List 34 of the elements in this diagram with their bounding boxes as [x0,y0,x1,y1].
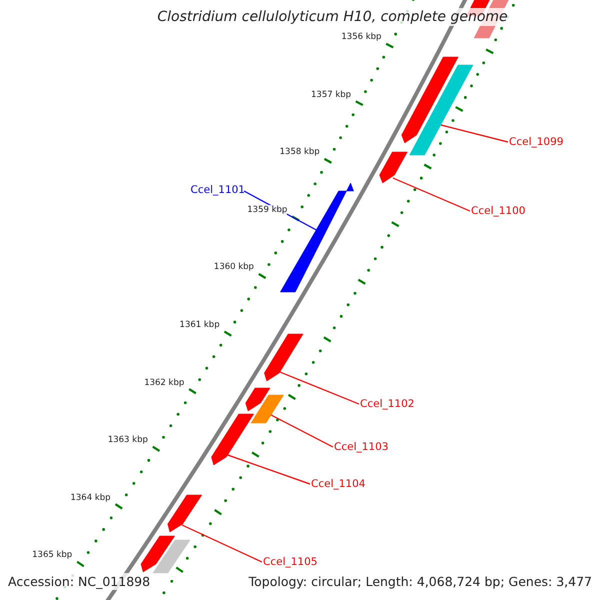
gene-bar [152,540,190,574]
gene-label: Ccel_1103 [334,440,388,454]
scale-label: 1364 kbp [70,492,111,504]
scale-label: 1362 kbp [144,378,184,389]
gene-bar [167,494,202,532]
leader-line [228,454,310,485]
gene-bar [409,64,474,156]
leader-line [270,414,334,448]
scale-label: 1359 kbp [247,204,288,216]
gene-bar [250,394,284,424]
gene-bar [140,536,175,572]
gene-label: Ccel_1104 [311,477,366,491]
leader-line [392,177,470,212]
genome-info-text: Accession: NC_011898 [6,573,152,590]
leader-line [440,124,508,143]
gene-bar [401,56,458,144]
gene-label: Ccel_1101 [190,183,245,197]
scale-label: 1363 kbp [108,435,148,446]
leader-line [280,371,360,405]
gene-bar [245,388,270,412]
gene-label: Ccel_1099 [509,135,564,149]
scale-label: 1357 kbp [311,90,352,101]
gene-label: Ccel_1100 [471,204,526,218]
gene-bar [211,414,254,466]
scale-label: 1361 kbp [180,320,220,331]
leader-line [182,524,262,563]
scale-label: 1365 kbp [32,550,72,562]
gene-label: Ccel_1102 [360,397,414,411]
gene-bar [264,334,304,382]
scale-label: 1358 kbp [280,147,320,158]
scale-label: 1360 kbp [214,262,254,274]
gene-bar [379,152,408,184]
scale-label: 1356 kbp [341,32,382,43]
gene-label: Ccel_1105 [263,555,318,569]
